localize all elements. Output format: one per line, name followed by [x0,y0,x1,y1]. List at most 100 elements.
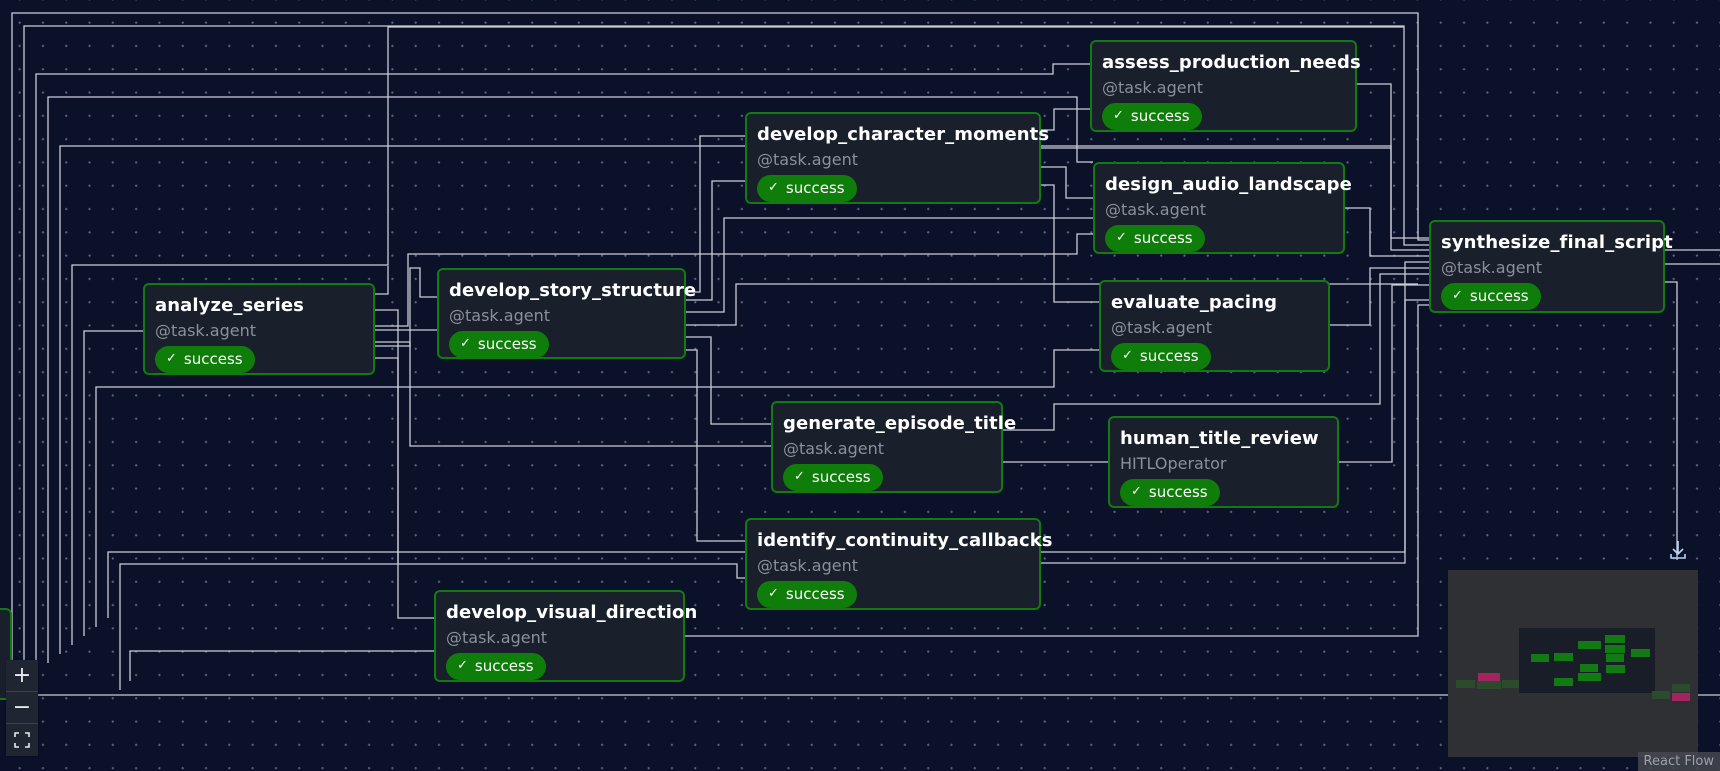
flow-controls: + − [6,660,38,756]
minimap-node [1672,684,1690,692]
edge [1041,166,1093,199]
node-assess-production-needs[interactable]: assess_production_needs @task.agent ✓ suc… [1090,40,1361,132]
node-human-title-review[interactable]: human_title_review HITLOperator ✓ success [1108,416,1339,508]
node-generate-episode-title[interactable]: generate_episode_title @task.agent ✓succ… [771,401,1016,493]
node-title: evaluate_pacing [1111,292,1278,313]
check-icon: ✓ [1113,108,1124,123]
node-title: develop_character_moments [757,124,1050,145]
node-develop-character-moments[interactable]: develop_character_moments @task.agent ✓s… [745,112,1050,204]
node-synthesize-final-script[interactable]: synthesize_final_script @task.agent ✓ suc… [1429,220,1673,313]
status-badge: ✓success [449,331,549,358]
download-icon[interactable] [1668,540,1688,560]
status-label: success [1148,483,1208,501]
node-subtitle: @task.agent [155,321,256,340]
node-subtitle: @task.agent [783,439,884,458]
edge [375,266,389,295]
minimap-node [1631,649,1650,657]
status-label: success [474,657,534,675]
node-subtitle: @task.agent [757,556,858,575]
minimap-node [1502,680,1521,688]
check-icon: ✓ [457,658,468,673]
status-badge: ✓ success [783,464,883,491]
edge [1330,267,1429,326]
edge [1357,83,1429,239]
edge [1345,207,1429,257]
node-subtitle: @task.agent [1111,318,1212,337]
status-label: success [811,468,871,486]
node-title: design_audio_landscape [1105,174,1352,195]
node-identify-continuity-callbacks[interactable]: identify_continuity_callbacks @task.agen… [745,518,1053,610]
minimap-node [1672,693,1690,701]
status-label: success [1133,229,1193,247]
node-develop-story-structure[interactable]: develop_story_structure @task.agent ✓suc… [437,268,697,359]
edge [686,135,745,293]
node-subtitle: @task.agent [446,628,547,647]
minimap-node [1477,681,1501,689]
minimap-node [1605,635,1625,643]
node-evaluate-pacing[interactable]: evaluate_pacing @task.agent ✓ success [1099,280,1330,372]
minimap-node [1554,653,1573,661]
check-icon: ✓ [1452,288,1463,303]
minimap-node [1580,664,1598,672]
edge [1041,184,1099,303]
minimap[interactable] [1448,570,1698,757]
node-title: develop_story_structure [449,280,697,301]
check-icon: ✓ [1116,230,1127,245]
node-title: identify_continuity_callbacks [757,530,1053,551]
node-title: develop_visual_direction [446,602,698,623]
edge [686,217,1093,313]
edge [686,336,771,425]
status-badge: ✓ success [1102,103,1202,130]
status-label: success [1130,107,1190,125]
react-flow-attribution[interactable]: React Flow [1637,752,1720,771]
minimap-node [1578,641,1601,649]
edge [1339,284,1429,463]
node-title: assess_production_needs [1102,52,1361,73]
node-analyze-series[interactable]: analyze_series @task.agent ✓success [143,283,375,375]
edge [686,349,745,542]
status-badge: ✓ success [1441,283,1541,310]
node-develop-visual-direction[interactable]: develop_visual_direction @task.agent ✓ su… [434,590,698,682]
status-badge: ✓ success [757,581,857,608]
edge [83,330,143,636]
check-icon: ✓ [1131,484,1142,499]
status-label: success [785,585,845,603]
zoom-out-button[interactable]: − [6,692,38,724]
node-subtitle: HITLOperator [1120,454,1227,473]
status-label: success [477,335,537,353]
node-subtitle: @task.agent [1441,258,1542,277]
fit-view-button[interactable] [6,724,38,756]
check-icon: ✓ [768,586,779,601]
minimap-node [1554,678,1573,686]
check-icon: ✓ [166,351,177,366]
download-icon-glyph [1670,541,1686,559]
node-subtitle: @task.agent [757,150,858,169]
check-icon: ✓ [1122,348,1133,363]
status-badge: ✓ success [1105,225,1205,252]
status-label: success [785,179,845,197]
edge [129,650,434,681]
minimap-node [1578,673,1601,681]
edge [375,267,437,347]
node-subtitle: @task.agent [1102,78,1203,97]
minimap-node [1456,680,1475,688]
status-label: success [1139,347,1199,365]
edge [375,309,434,619]
minimap-node [1606,654,1624,662]
status-badge: ✓ success [1111,343,1211,370]
node-design-audio-landscape[interactable]: design_audio_landscape @task.agent ✓ succ… [1093,162,1352,254]
zoom-in-button[interactable]: + [6,660,38,692]
minimap-node [1606,665,1625,673]
minimap-node [1478,673,1500,681]
status-badge: ✓ success [1120,479,1220,506]
edge [1665,281,1678,560]
node-title: synthesize_final_script [1441,232,1673,253]
node-subtitle: @task.agent [1105,200,1206,219]
node-title: human_title_review [1120,428,1319,449]
minimap-node [1652,691,1670,699]
check-icon: ✓ [794,469,805,484]
status-label: success [1469,287,1529,305]
minimap-node [1531,654,1549,662]
edge [375,357,399,563]
node-subtitle: @task.agent [449,306,550,325]
